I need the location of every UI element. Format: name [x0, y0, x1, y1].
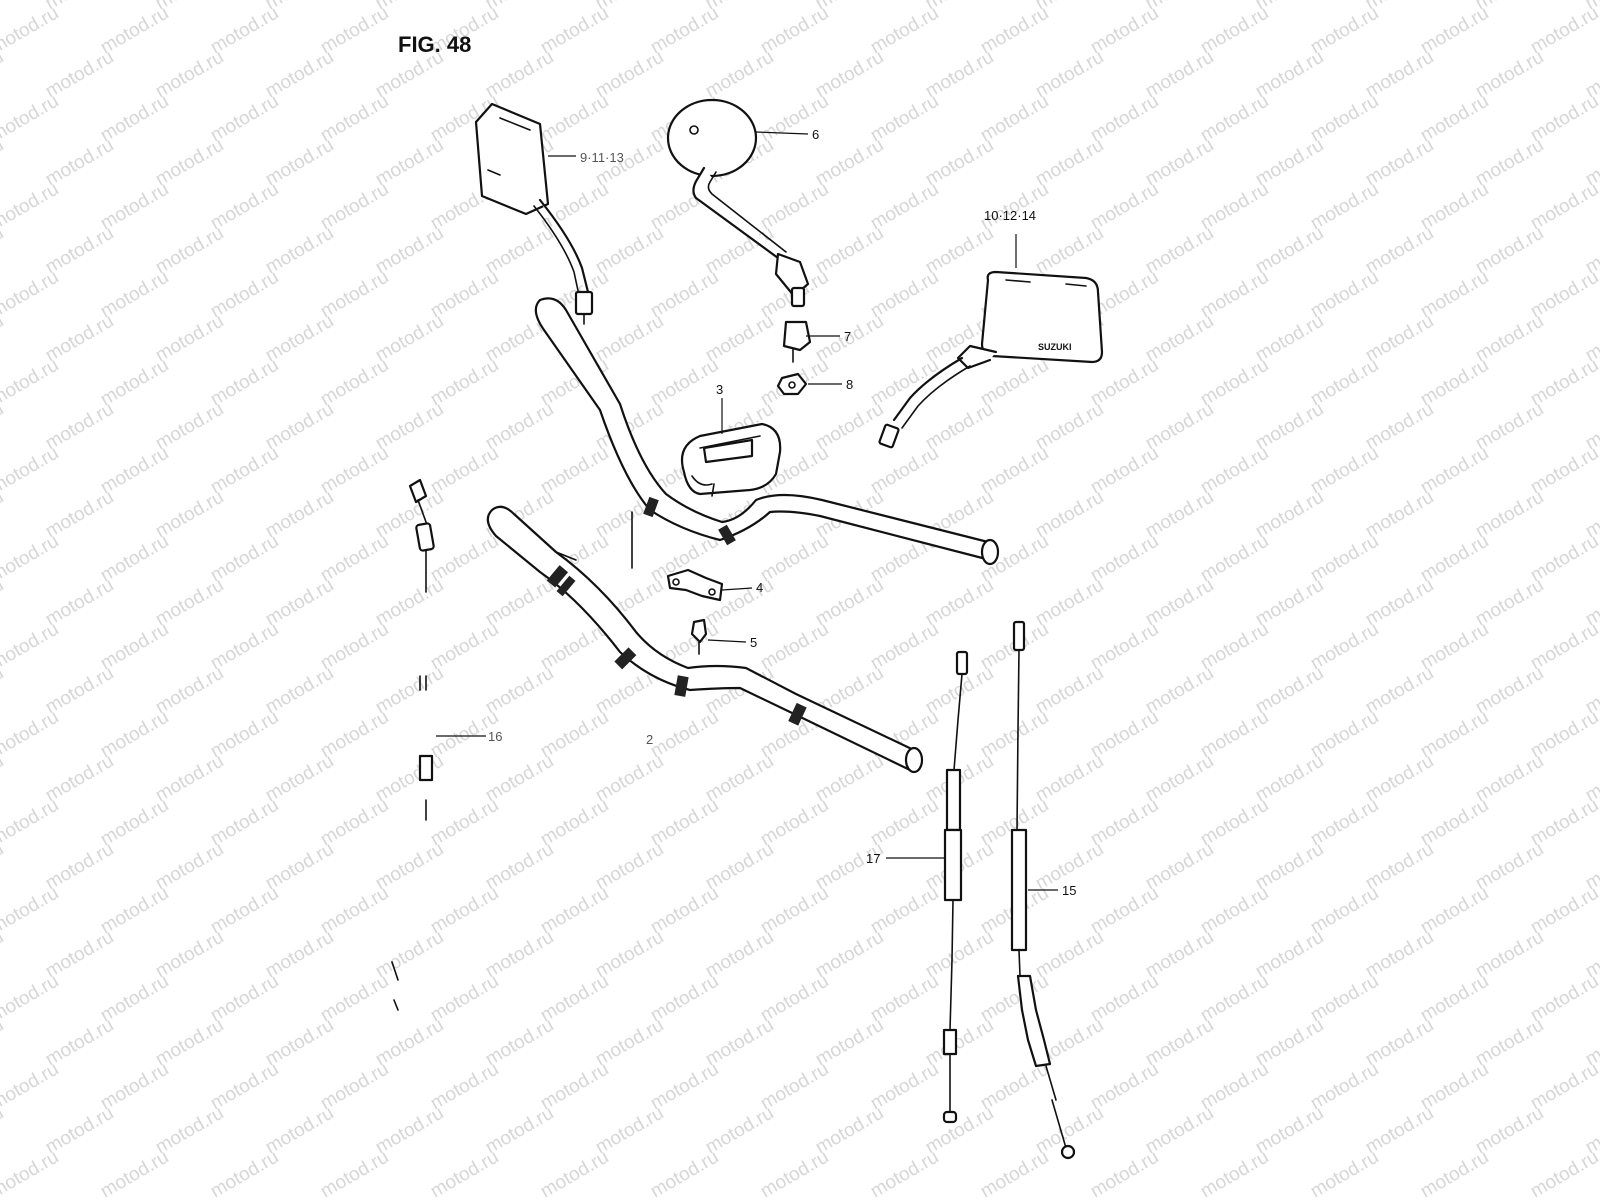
watermark-text: motod.ru [1307, 1147, 1382, 1200]
watermark-text: motod.ru [0, 971, 62, 1027]
watermark-text: motod.ru [0, 91, 62, 147]
callout-throttle-cable: 16 [488, 729, 502, 744]
brake-cable-part [1010, 620, 1076, 1160]
watermark-text: motod.ru [0, 883, 62, 939]
callout-mirror-round: 6 [812, 127, 819, 142]
mirror-logo-text: SUZUKI [1038, 342, 1072, 352]
watermark-text: motod.ru [0, 927, 7, 983]
callout-bolt: 5 [750, 635, 757, 650]
watermark-text: motod.ru [1197, 1147, 1272, 1200]
watermark-text: motod.ru [0, 839, 7, 895]
leader-lines [436, 131, 1058, 891]
mirror-left-part [474, 102, 594, 325]
watermark-text: motod.ru [0, 751, 7, 807]
callout-brake-cable: 15 [1062, 883, 1076, 898]
watermark-text: motod.ru [0, 0, 7, 14]
watermark-text: motod.ru [0, 135, 7, 191]
holder-cover-part [680, 422, 782, 497]
nut-part [776, 372, 808, 396]
watermark-text: motod.ru [1417, 1147, 1492, 1200]
watermark-text: motod.ru [0, 663, 7, 719]
watermark-text: motod.ru [757, 1147, 832, 1200]
watermark-text: motod.ru [0, 707, 62, 763]
watermark-text: motod.ru [0, 1147, 62, 1200]
callout-handlebar-lower: 2 [646, 732, 653, 747]
callout-mirror-square: 10·12·14 [984, 208, 1036, 223]
watermark-text: motod.ru [0, 311, 7, 367]
mirror-square-part: SUZUKI [878, 270, 1104, 449]
watermark-text: motod.ru [317, 1147, 392, 1200]
callout-labels: 9·11·13 6 10·12·14 7 8 3 4 5 2 16 17 15 [488, 127, 1076, 898]
watermark-text: motod.ru [0, 487, 7, 543]
watermark-text: motod.ru [1527, 1147, 1600, 1200]
bolt-part [690, 618, 708, 655]
watermark-text: motod.ru [0, 1059, 62, 1115]
handlebar-lower-part [486, 505, 924, 774]
handlebar-upper-part [534, 297, 1000, 569]
watermark-text: motod.ru [97, 1147, 172, 1200]
watermark-text: motod.ru [0, 795, 62, 851]
throttle-cable-part [391, 478, 435, 1011]
watermark-text: motod.ru [1087, 1147, 1162, 1200]
watermark-text: motod.ru [537, 1147, 612, 1200]
callout-clutch-cable: 17 [866, 851, 880, 866]
watermark-text: motod.ru [647, 1147, 722, 1200]
watermark-text: motod.ru [207, 1147, 282, 1200]
watermark-text: motod.ru [867, 1147, 942, 1200]
watermark-text: motod.ru [0, 399, 7, 455]
callout-clamp: 4 [756, 580, 763, 595]
watermark-text: motod.ru [0, 223, 7, 279]
watermark-text: motod.ru [0, 355, 62, 411]
clutch-cable-part [942, 650, 969, 1124]
mirror-round-part [666, 98, 810, 308]
watermark-text: motod.ru [0, 531, 62, 587]
callout-mirror-left: 9·11·13 [580, 150, 624, 165]
watermark-text: motod.ru [427, 1147, 502, 1200]
figure-title: FIG. 48 [398, 32, 471, 57]
watermark-text: motod.ru [0, 1015, 7, 1071]
watermark-text: motod.ru [0, 179, 62, 235]
adapter-part [782, 320, 812, 363]
watermark-text: motod.ru [0, 575, 7, 631]
callout-holder-cover: 3 [716, 382, 723, 397]
watermark-text: motod.ru [0, 1103, 7, 1159]
clamp-part [666, 568, 724, 602]
watermark-text: motod.ru [977, 1147, 1052, 1200]
callout-nut: 8 [846, 377, 853, 392]
callout-adapter: 7 [844, 329, 851, 344]
watermark-text: motod.ru [0, 3, 62, 59]
watermark-text: motod.ru [0, 267, 62, 323]
watermark-text: motod.ru [0, 619, 62, 675]
watermark-text: motod.ru [0, 443, 62, 499]
watermark-text: motod.ru [0, 47, 7, 103]
